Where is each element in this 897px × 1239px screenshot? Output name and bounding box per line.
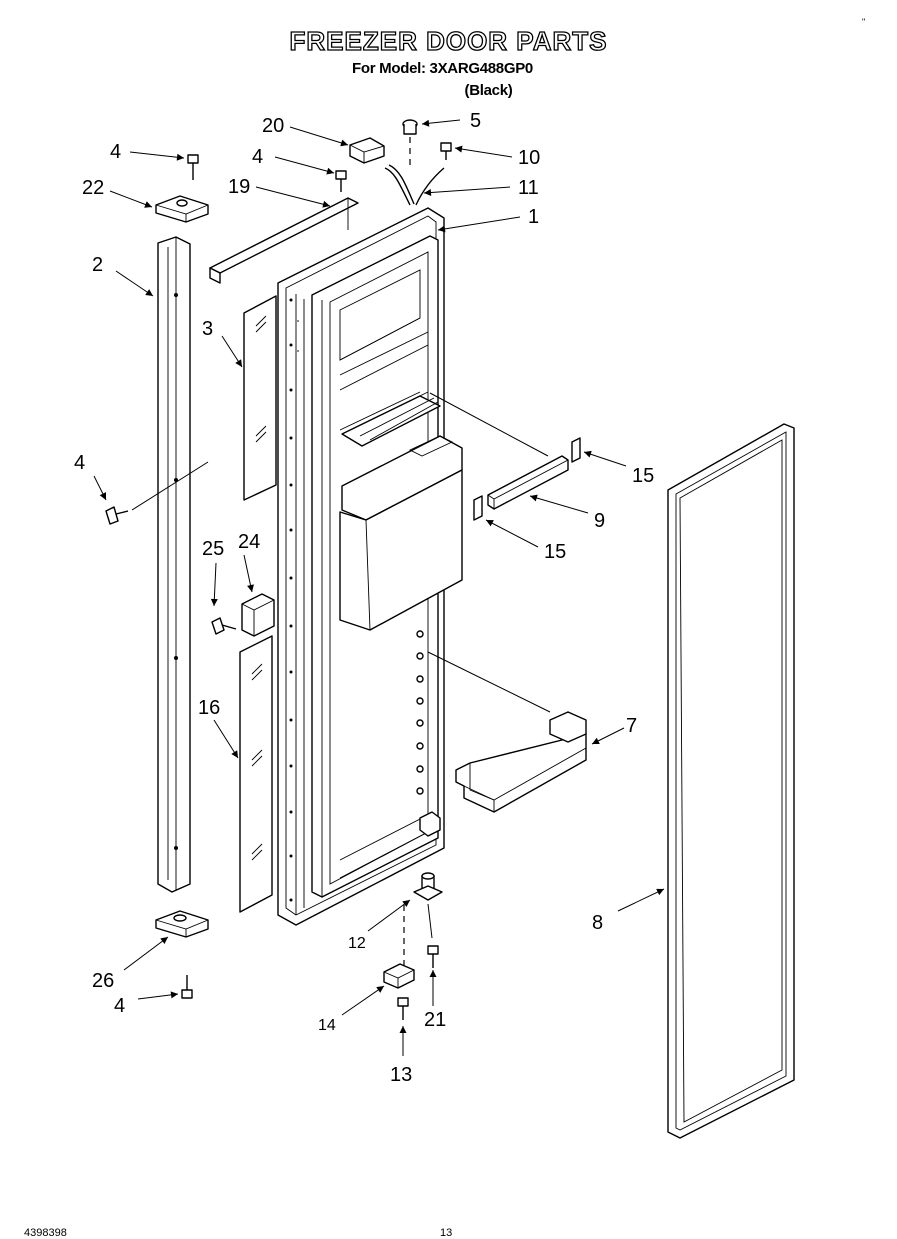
door-bin-part-7: [455, 711, 587, 813]
callout-12: 12: [348, 935, 366, 952]
callout-11: 11: [518, 177, 539, 199]
callout-1: 1: [528, 206, 539, 228]
grommet-part-5: [402, 119, 418, 135]
callout-20: 20: [262, 115, 284, 137]
hinge-bracket-part-14: [383, 963, 415, 989]
callout-3: 3: [202, 318, 213, 340]
callout-16: 16: [198, 697, 220, 719]
door-assembly-part-1: [277, 207, 463, 926]
callout-21: 21: [424, 1009, 446, 1031]
callout-25: 25: [202, 538, 224, 560]
callout-15: 15: [544, 541, 566, 563]
page-title: FREEZER DOOR PARTS: [289, 25, 608, 56]
leader-lines: [93, 119, 665, 1056]
door-gasket-part-8: [667, 423, 795, 1139]
glass-panel-part-3: [243, 295, 277, 501]
callout-4: 4: [252, 146, 263, 168]
callout-7: 7: [626, 715, 637, 737]
door-trim-part-2: [157, 236, 191, 893]
glass-panel-part-16: [239, 635, 273, 913]
screw-part-25: [211, 617, 237, 635]
callout-15: 15: [632, 465, 654, 487]
callout-2: 2: [92, 254, 103, 276]
callout-labels: 20 5 4 4 10 22 19 11 1 2 3 4 15 9 25 24 …: [74, 110, 654, 1086]
corner-mark: ": [862, 17, 866, 27]
callout-8: 8: [592, 912, 603, 934]
page-number: 13: [440, 1227, 453, 1239]
callout-26: 26: [92, 970, 114, 992]
screw-part-4-side: [105, 506, 129, 525]
wire-harness-part-11: [384, 137, 445, 206]
callout-4: 4: [110, 141, 121, 163]
top-trim-part-19: [209, 197, 359, 284]
hinge-bracket-part-26: [155, 910, 209, 938]
hinge-bracket-part-22: [155, 195, 209, 223]
callout-19: 19: [228, 176, 250, 198]
end-cap-part-15-lower: [473, 495, 483, 521]
hinge-pin-part-12: [413, 872, 443, 901]
screw-part-4-top-left: [187, 154, 199, 180]
callout-9: 9: [594, 510, 605, 532]
end-cap-part-15-upper: [571, 437, 581, 463]
callout-4: 4: [114, 995, 125, 1017]
connector-part-20: [349, 137, 385, 164]
screw-part-10: [440, 142, 452, 160]
screw-part-21: [427, 945, 439, 968]
color-line: (Black): [464, 82, 513, 99]
clip-part-24: [241, 593, 275, 637]
callout-5: 5: [470, 110, 481, 132]
callout-13: 13: [390, 1064, 412, 1086]
callout-24: 24: [238, 531, 260, 553]
callout-22: 22: [82, 177, 104, 199]
document-number: 4398398: [24, 1227, 67, 1239]
screw-part-4-top-mid: [335, 170, 347, 192]
callout-4: 4: [74, 452, 85, 474]
shelf-retainer-part-9: [487, 455, 569, 510]
callout-10: 10: [518, 147, 540, 169]
callout-14: 14: [318, 1017, 336, 1034]
screw-part-13: [397, 997, 409, 1020]
screw-part-4-bottom: [181, 975, 193, 999]
model-line: For Model: 3XARG488GP0: [352, 60, 533, 77]
